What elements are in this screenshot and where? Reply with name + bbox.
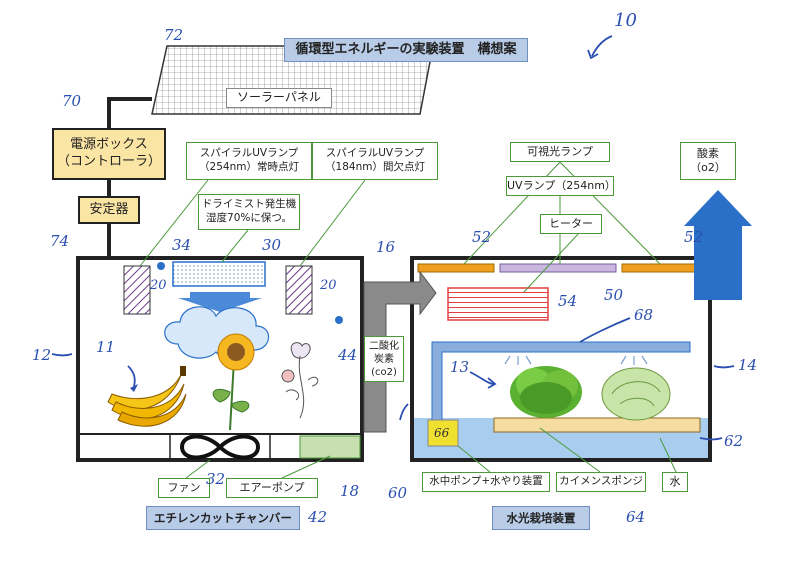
- ref-number: 34: [172, 236, 192, 254]
- ref-number: 52: [684, 228, 704, 246]
- ref-number: 74: [50, 232, 70, 250]
- sensor-44: [335, 316, 343, 324]
- ref-number: 18: [340, 482, 360, 500]
- flower-illustration: [281, 342, 319, 419]
- sponge-label: カイメンスポンジ: [556, 472, 646, 492]
- pump-watering-label: 水中ポンプ+水やり装置: [422, 472, 550, 492]
- ref-number: 30: [262, 236, 282, 254]
- dry-mist-label: ドライミスト発生機 湿度70%に保つ。: [198, 194, 300, 230]
- ref-number: 44: [338, 346, 358, 364]
- diagram-title: 循環型エネルギーの実験装置 構想案: [284, 38, 528, 62]
- sensor-34: [157, 262, 165, 270]
- ref-number: 16: [376, 238, 396, 256]
- ref-number: 52: [472, 228, 492, 246]
- heater-label: ヒーター: [540, 214, 602, 234]
- uv-lamp-254-label: スパイラルUVランプ （254nm）常時点灯: [186, 142, 312, 180]
- uv-lamp-right-label: UVランプ（254nm）: [506, 176, 616, 196]
- air-pump-block: [299, 435, 361, 459]
- visible-lamp-label: 可視光ランプ: [510, 142, 610, 162]
- ref-number: 50: [604, 286, 624, 304]
- uv-lamp-184-label: スパイラルUVランプ （184nm）間欠点灯: [312, 142, 438, 180]
- uv-lamp-left-2: [285, 265, 313, 315]
- ref-number: 66: [434, 426, 450, 440]
- ref-number: 70: [62, 92, 82, 110]
- ref-arrows: [51, 35, 735, 441]
- mist-arrow: [178, 292, 262, 312]
- banana-illustration: [107, 366, 187, 427]
- solar-panel-label: ソーラーパネル: [226, 88, 332, 108]
- mist-generator: [172, 261, 266, 287]
- ref-number: 11: [96, 338, 116, 356]
- ref-number: 64: [626, 508, 646, 526]
- ref-number: 62: [724, 432, 744, 450]
- ref-number: 60: [388, 484, 408, 502]
- water-pump: [427, 419, 459, 447]
- chamber-right-title: 水光栽培装置: [492, 506, 590, 530]
- uv-lamp-right: [499, 263, 617, 273]
- oxygen-label: 酸素 （o2）: [680, 142, 736, 180]
- power-wiring: [107, 97, 152, 258]
- sponge-plate: [493, 417, 701, 433]
- visible-lamp-right: [621, 263, 699, 273]
- heater-element: [447, 287, 549, 321]
- uv-lamp-left-1: [123, 265, 151, 315]
- cabbage-illustration: [601, 367, 671, 421]
- chamber-left-title: エチレンカットチャンバー: [146, 506, 300, 530]
- air-pump-label: エアーポンプ: [226, 478, 318, 498]
- ref-number: 42: [308, 508, 328, 526]
- sunflower-illustration: [212, 333, 255, 431]
- ref-number: 54: [558, 292, 578, 310]
- stabilizer-box: 安定器: [78, 196, 140, 224]
- ref-number: 13: [450, 358, 470, 376]
- water-label: 水: [662, 472, 688, 492]
- ref-number: 32: [206, 470, 226, 488]
- ref-number: 72: [164, 26, 184, 44]
- ref-number: 10: [614, 10, 637, 31]
- visible-lamp-left: [417, 263, 495, 273]
- lettuce-illustration: [510, 366, 582, 418]
- ref-number: 20: [320, 278, 337, 293]
- fan-label: ファン: [158, 478, 210, 498]
- ref-number: 14: [738, 356, 758, 374]
- ref-number: 12: [32, 346, 52, 364]
- co2-label: 二酸化 炭素 (co2): [364, 336, 404, 382]
- fan-icon: [179, 434, 261, 460]
- power-box: 電源ボックス （コントローラ）: [52, 128, 166, 180]
- ref-number: 20: [150, 278, 167, 293]
- ref-number: 68: [634, 306, 654, 324]
